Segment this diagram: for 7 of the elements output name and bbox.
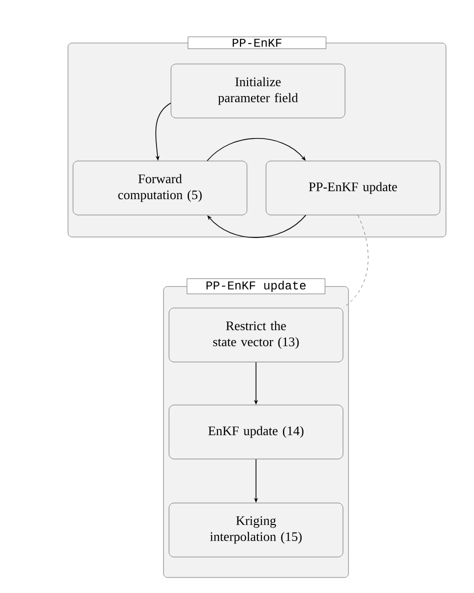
- process-box: PP-EnKF update: [266, 160, 440, 216]
- process-box: Kriging interpolation (15): [168, 502, 344, 558]
- process-box: Initialize parameter field: [170, 64, 346, 118]
- process-box: Forward computation (5): [72, 160, 248, 216]
- connector-line: [343, 215, 368, 308]
- process-box: EnKF update (14): [168, 404, 344, 460]
- process-box: Restrict the state vector (13): [168, 308, 344, 362]
